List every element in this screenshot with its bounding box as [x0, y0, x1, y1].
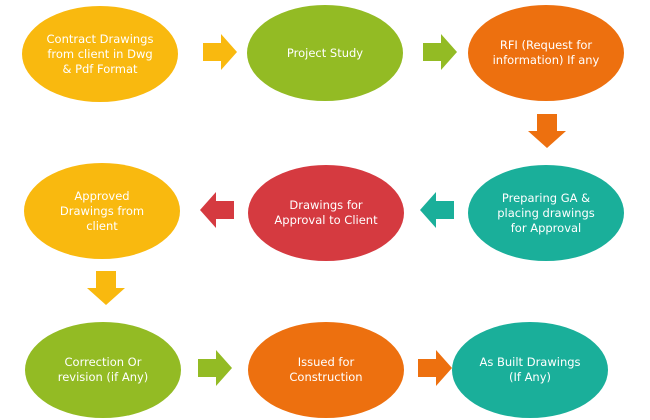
arrow-3-4	[528, 114, 566, 148]
node-approved-drawings: Approved Drawings from client	[24, 163, 180, 259]
arrow-right-shape	[418, 350, 452, 386]
arrow-8-9	[418, 350, 452, 386]
node-label: Preparing GA & placing drawings for Appr…	[497, 190, 595, 235]
node-preparing-ga: Preparing GA & placing drawings for Appr…	[468, 165, 624, 261]
arrow-right-shape	[198, 350, 232, 386]
arrow-right-icon	[418, 350, 452, 386]
node-label: RFI (Request for information) If any	[492, 38, 600, 67]
arrow-down-icon	[87, 271, 125, 305]
arrow-right-icon	[423, 34, 457, 70]
arrow-right-shape	[203, 34, 237, 70]
arrow-down-icon	[528, 114, 566, 148]
arrow-left-shape	[200, 192, 234, 228]
arrow-1-2	[203, 34, 237, 70]
node-project-study: Project Study	[247, 5, 403, 101]
arrow-right-shape	[423, 34, 457, 70]
arrow-5-6	[200, 192, 234, 228]
arrow-6-7	[87, 271, 125, 305]
arrow-left-icon	[420, 192, 454, 228]
arrow-down-shape	[87, 271, 125, 305]
node-label: Contract Drawings from client in Dwg & P…	[46, 31, 154, 76]
node-label: Correction Or revision (if Any)	[57, 355, 149, 384]
arrow-right-icon	[198, 350, 232, 386]
node-label: Issued for Construction	[289, 355, 363, 384]
node-label: Drawings for Approval to Client	[274, 198, 378, 227]
arrow-2-3	[423, 34, 457, 70]
node-drawings-for-approval: Drawings for Approval to Client	[248, 165, 404, 261]
node-label: As Built Drawings (If Any)	[479, 355, 581, 384]
node-correction-revision: Correction Or revision (if Any)	[25, 322, 181, 418]
node-as-built-drawings: As Built Drawings (If Any)	[452, 322, 608, 418]
node-label: Project Study	[286, 45, 364, 60]
node-label: Approved Drawings from client	[59, 188, 145, 233]
arrow-down-shape	[528, 114, 566, 148]
node-contract-drawings: Contract Drawings from client in Dwg & P…	[22, 6, 178, 102]
arrow-4-5	[420, 192, 454, 228]
node-issued-for-construction: Issued for Construction	[248, 322, 404, 418]
arrow-left-shape	[420, 192, 454, 228]
arrow-7-8	[198, 350, 232, 386]
arrow-right-icon	[203, 34, 237, 70]
node-rfi: RFI (Request for information) If any	[468, 5, 624, 101]
arrow-left-icon	[200, 192, 234, 228]
